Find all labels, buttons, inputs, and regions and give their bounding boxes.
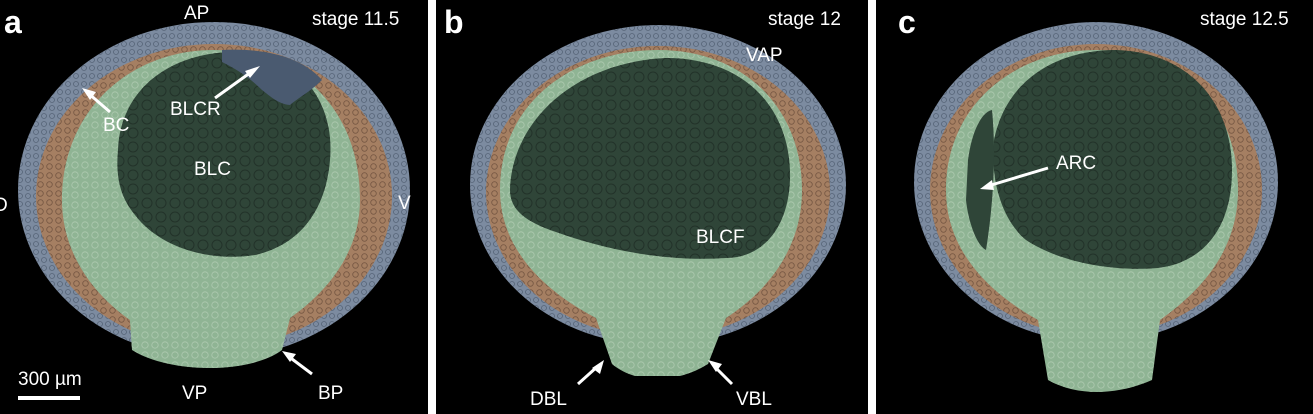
embryo-render-b	[436, 25, 868, 414]
arrows-b	[576, 360, 734, 386]
panel-a: a stage 11.5 AP BC BLCR BLC D V VP BP 30…	[0, 0, 428, 414]
label-bc: BC	[103, 115, 130, 136]
scalebar	[18, 396, 80, 400]
label-vp: VP	[182, 383, 208, 404]
archenteron-c	[966, 110, 994, 250]
stage-label-a: stage 11.5	[312, 9, 400, 30]
label-arc: ARC	[1056, 153, 1097, 174]
stage-label-b: stage 12	[768, 9, 841, 30]
label-vap: VAP	[746, 45, 783, 66]
scalebar-label: 300 µm	[18, 369, 82, 390]
stage-label-c: stage 12.5	[1200, 9, 1289, 30]
label-ap: AP	[184, 3, 210, 24]
label-v: V	[398, 193, 411, 214]
label-blc: BLC	[194, 159, 231, 180]
label-vbl: VBL	[736, 389, 772, 410]
embryo-render-c	[876, 22, 1313, 414]
panel-c: c stage 12.5 ARC	[876, 0, 1313, 414]
embryo-render-a	[0, 22, 428, 414]
label-blcf: BLCF	[696, 227, 745, 248]
roof-a	[222, 49, 322, 105]
panel-letter-c: c	[898, 4, 916, 40]
arrows-a	[82, 66, 313, 376]
panel-letter-a: a	[4, 4, 22, 40]
panel-b: b stage 12 VAP BLCF DBL VBL	[436, 0, 868, 414]
label-d: D	[0, 195, 8, 216]
label-dbl: DBL	[530, 389, 567, 410]
arrows-c	[980, 166, 1049, 190]
label-bp: BP	[318, 383, 344, 404]
label-blcr: BLCR	[170, 99, 221, 120]
panel-letter-b: b	[444, 4, 464, 40]
